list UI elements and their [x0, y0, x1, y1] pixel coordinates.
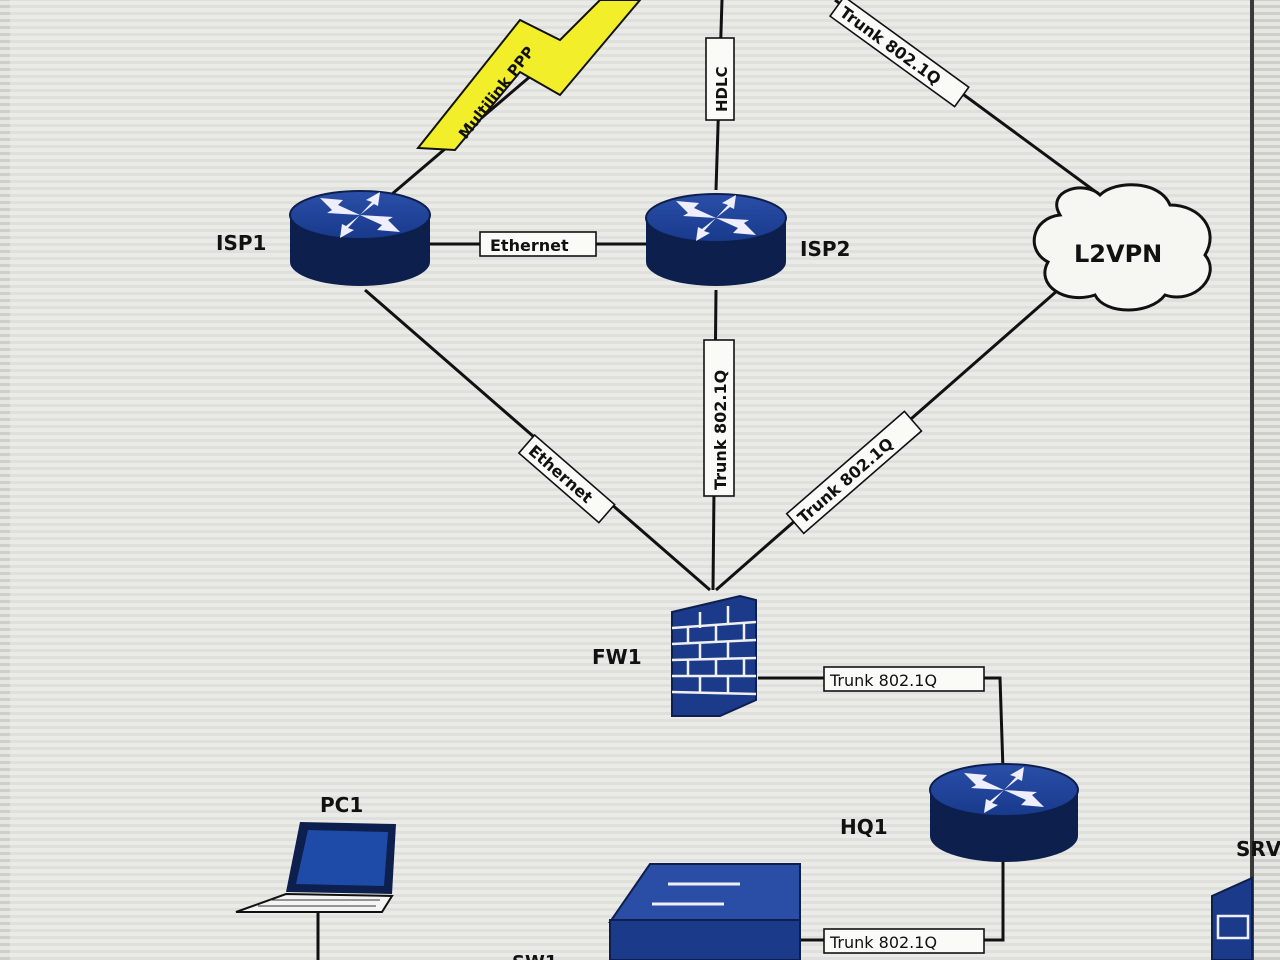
- firewall-body: [671, 594, 757, 717]
- switch-front: [609, 919, 801, 960]
- laptop-pc1[interactable]: [235, 822, 396, 913]
- device-label-isp1: ISP1: [216, 231, 266, 255]
- router-arrows-icon: [964, 767, 1044, 813]
- router-arrows-icon: [676, 195, 756, 241]
- cloud-l2vpn[interactable]: L2VPN: [1032, 183, 1212, 312]
- router-hq1[interactable]: [929, 763, 1079, 862]
- link-tag-isp2-fw1: Trunk 802.1Q: [703, 339, 735, 497]
- server-body: [1211, 876, 1253, 960]
- multilink-bolt-icon: [416, 0, 642, 152]
- switch-arrows-icon: [652, 882, 740, 906]
- device-label-srv: SRV: [1236, 837, 1280, 861]
- router-isp2[interactable]: [645, 193, 787, 286]
- switch-sw1[interactable]: [608, 863, 801, 960]
- link-tag-hdlc: HDLC: [705, 37, 735, 121]
- device-label-l2vpn: L2VPN: [1074, 240, 1162, 268]
- device-label-sw1: SW1: [512, 952, 557, 960]
- keyboard-keys-icon: [258, 899, 380, 907]
- device-label-isp2: ISP2: [800, 237, 850, 261]
- router-arrows-icon: [320, 192, 400, 238]
- cloud-icon: [1032, 183, 1212, 312]
- link-tag-fw1-hq1: Trunk 802.1Q: [823, 666, 985, 692]
- firewall-fw1[interactable]: [671, 594, 757, 717]
- brick-wall-icon: [671, 606, 757, 696]
- device-label-fw1: FW1: [592, 645, 642, 669]
- server-drive-icon: [1216, 914, 1250, 940]
- link-tag-sw1-hq1: Trunk 802.1Q: [823, 928, 985, 954]
- router-isp1[interactable]: [289, 190, 431, 286]
- link-label-isp2-fw1: Trunk 802.1Q: [711, 370, 730, 490]
- device-label-pc1: PC1: [320, 793, 363, 817]
- laptop-keyboard: [235, 892, 394, 913]
- laptop-screen: [296, 830, 388, 886]
- link-label-hdlc: HDLC: [713, 66, 731, 112]
- link-label-sw1-hq1: Trunk 802.1Q: [829, 933, 937, 952]
- device-label-hq1: HQ1: [840, 815, 888, 839]
- link-label-fw1-hq1: Trunk 802.1Q: [829, 671, 937, 690]
- server-srv[interactable]: [1211, 876, 1253, 960]
- link-label-isp1-isp2: Ethernet: [490, 236, 569, 255]
- link-tag-isp1-isp2: Ethernet: [479, 231, 597, 257]
